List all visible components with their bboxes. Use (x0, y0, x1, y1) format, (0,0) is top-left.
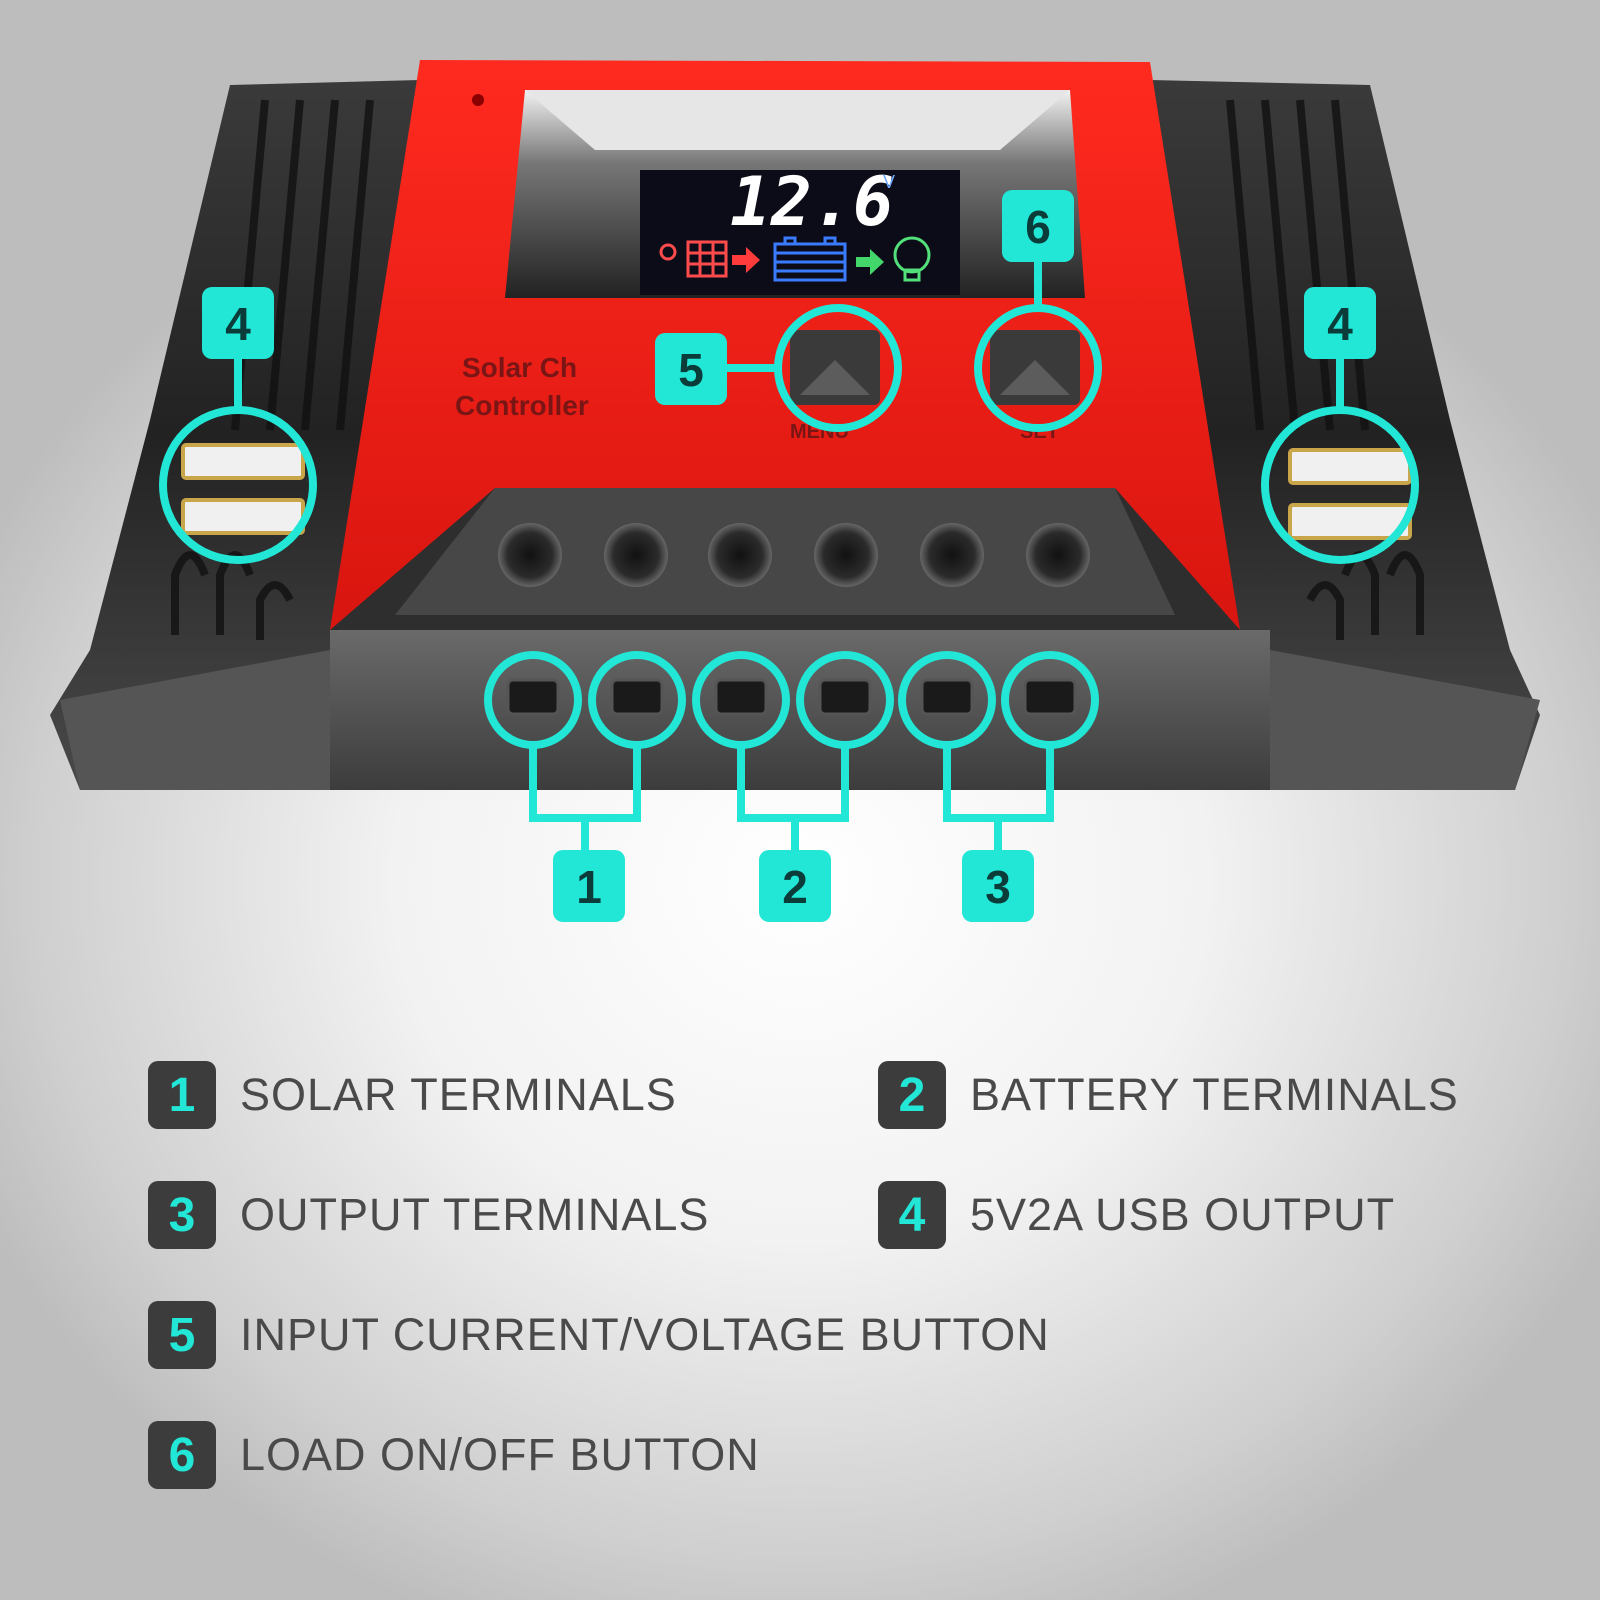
legend-label: INPUT CURRENT/VOLTAGE BUTTON (240, 1309, 1050, 1360)
legend-badge: 3 (148, 1181, 216, 1249)
legend-label: 5V2A USB OUTPUT (970, 1189, 1396, 1240)
right-heatsink-wing (1150, 80, 1540, 790)
svg-text:1: 1 (576, 861, 602, 913)
lcd-solar-icon (659, 240, 728, 278)
lcd-bulb-icon (893, 236, 931, 282)
lcd-battery-icon (773, 236, 847, 282)
usb-port-left[interactable] (181, 443, 305, 535)
legend-item-usb-output: 4 5V2A USB OUTPUT (878, 1180, 1395, 1250)
lcd-arrow-icon (856, 249, 884, 275)
lcd-arrow-icon (732, 247, 760, 273)
legend-label: LOAD ON/OFF BUTTON (240, 1429, 760, 1480)
legend-item-battery-terminals: 2 BATTERY TERMINALS (878, 1060, 1459, 1130)
set-button[interactable] (990, 330, 1080, 405)
lcd-unit: V (883, 172, 895, 192)
callout-badge-usb-right: 4 (1304, 287, 1376, 359)
svg-text:6: 6 (1025, 201, 1051, 253)
terminal-ledge (330, 488, 1240, 630)
callout-lines (159, 255, 1419, 850)
legend-badge: 4 (878, 1181, 946, 1249)
svg-text:3: 3 (985, 861, 1011, 913)
terminal-screw-holes (498, 523, 1090, 587)
callout-badge-battery-terminals: 2 (759, 850, 831, 922)
svg-text:2: 2 (782, 861, 808, 913)
legend-item-output-terminals: 3 OUTPUT TERMINALS (148, 1180, 709, 1250)
callout-badge-usb-left: 4 (202, 287, 274, 359)
svg-text:4: 4 (1327, 298, 1353, 350)
legend-item-input-button: 5 INPUT CURRENT/VOLTAGE BUTTON (148, 1300, 1050, 1370)
legend-label: OUTPUT TERMINALS (240, 1189, 710, 1240)
indicator-led (472, 94, 484, 106)
wire-terminal-slots (506, 678, 1077, 716)
callout-badge-set-button: 6 (1002, 190, 1074, 262)
device-caption-line2: Controller (455, 390, 589, 421)
legend-label: SOLAR TERMINALS (240, 1069, 677, 1120)
legend-badge: 5 (148, 1301, 216, 1369)
callout-badge-solar-terminals: 1 (553, 850, 625, 922)
menu-button[interactable] (790, 330, 880, 405)
lcd-screen (640, 170, 960, 295)
charge-controller-illustration: 12.6 V Solar Ch Controller MENU (50, 60, 1540, 922)
legend-item-load-button: 6 LOAD ON/OFF BUTTON (148, 1420, 760, 1490)
callout-badge-menu-button: 5 (655, 333, 727, 405)
lcd-reading: 12.6 (730, 163, 894, 242)
legend-badge: 1 (148, 1061, 216, 1129)
legend-badge: 2 (878, 1061, 946, 1129)
svg-text:5: 5 (678, 344, 704, 396)
legend-badge: 6 (148, 1421, 216, 1489)
callout-badge-output-terminals: 3 (962, 850, 1034, 922)
device-caption-line1: Solar Ch (462, 352, 577, 383)
legend-label: BATTERY TERMINALS (970, 1069, 1459, 1120)
legend-item-solar-terminals: 1 SOLAR TERMINALS (148, 1060, 677, 1130)
svg-text:4: 4 (225, 298, 251, 350)
